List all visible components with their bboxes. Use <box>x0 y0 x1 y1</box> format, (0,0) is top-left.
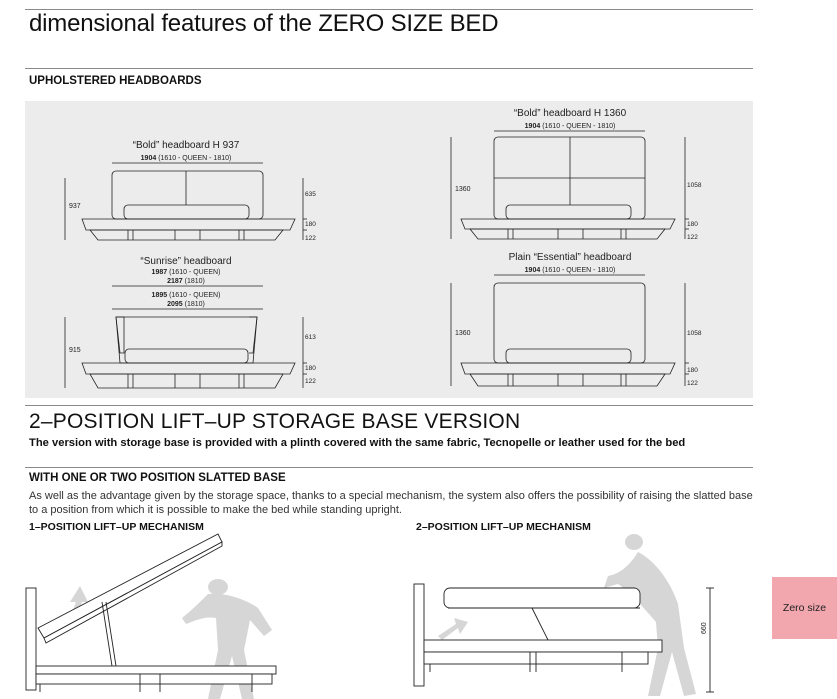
svg-text:122: 122 <box>687 380 698 387</box>
slatted-paragraph: As well as the advantage given by the st… <box>29 490 753 516</box>
mech-1-label: 1–POSITION LIFT–UP MECHANISM <box>29 521 204 533</box>
svg-text:180: 180 <box>687 367 698 374</box>
bed-bold-937-drawing: “Bold” headboard H 937 1904 (1610 - QUEE… <box>64 140 316 242</box>
bed-sunrise-width-3: 1895 (1610 - QUEEN) <box>152 292 221 299</box>
bed-bold-1360-drawing: “Bold” headboard H 1360 1904 (1610 - QUE… <box>450 108 702 241</box>
storage-rule <box>25 405 753 406</box>
section-rule <box>25 68 753 69</box>
mech-2-height: 660 <box>701 622 708 634</box>
slatted-heading: WITH ONE OR TWO POSITION SLATTED BASE <box>29 472 286 484</box>
svg-text:635: 635 <box>305 191 316 198</box>
slatted-rule <box>25 467 753 468</box>
lift-arrow-icon <box>438 618 468 640</box>
bed-sunrise-height: 915 <box>69 347 81 354</box>
mech-2-illustration: 660 <box>413 534 714 696</box>
mech-1-person <box>182 579 272 699</box>
bed-bold-937-width: 1904 (1610 - QUEEN - 1810) <box>141 155 232 162</box>
mech-2-person <box>604 534 696 696</box>
bed-essential-drawing: Plain “Essential” headboard 1904 (1610 -… <box>450 252 702 387</box>
bed-bold-937-title: “Bold” headboard H 937 <box>133 140 240 151</box>
storage-heading: 2–POSITION LIFT–UP STORAGE BASE VERSION <box>29 410 521 433</box>
bed-sunrise-width-4: 2095 (1810) <box>167 301 205 308</box>
top-rule <box>25 9 753 10</box>
storage-note: The version with storage base is provide… <box>29 437 686 449</box>
headboard-drawings: “Bold” headboard H 937 1904 (1610 - QUEE… <box>64 108 702 389</box>
bed-sunrise-width-2: 2187 (1810) <box>167 278 205 285</box>
svg-text:122: 122 <box>305 378 316 385</box>
zero-size-tab[interactable]: Zero size <box>772 577 837 639</box>
section-upholstered-heading: UPHOLSTERED HEADBOARDS <box>29 75 202 87</box>
bed-bold-1360-width: 1904 (1610 - QUEEN - 1810) <box>525 123 616 130</box>
page-title: dimensional features of the ZERO SIZE BE… <box>29 10 499 37</box>
mech-1-illustration <box>25 533 277 699</box>
svg-text:180: 180 <box>305 221 316 228</box>
bed-essential-width: 1904 (1610 - QUEEN - 1810) <box>525 267 616 274</box>
bed-bold-937-height: 937 <box>69 203 81 210</box>
svg-text:122: 122 <box>305 235 316 242</box>
bed-sunrise-drawing: “Sunrise” headboard 1987 (1610 - QUEEN) … <box>64 256 316 389</box>
mech-2-label: 2–POSITION LIFT–UP MECHANISM <box>416 521 591 533</box>
bed-bold-1360-title: “Bold” headboard H 1360 <box>514 108 627 119</box>
bed-bold-1360-height: 1360 <box>455 186 471 193</box>
zero-size-tab-label: Zero size <box>782 602 827 614</box>
svg-text:1058: 1058 <box>687 330 702 337</box>
bed-sunrise-width-1: 1987 (1610 - QUEEN) <box>152 269 221 276</box>
svg-text:180: 180 <box>687 221 698 228</box>
svg-text:1058: 1058 <box>687 182 702 189</box>
bed-essential-title: Plain “Essential” headboard <box>509 252 632 263</box>
svg-text:122: 122 <box>687 234 698 241</box>
svg-text:613: 613 <box>305 334 316 341</box>
bed-essential-height: 1360 <box>455 330 471 337</box>
headboard-drawings-panel: “Bold” headboard H 937 1904 (1610 - QUEE… <box>25 101 753 398</box>
bed-sunrise-title: “Sunrise” headboard <box>140 256 231 267</box>
svg-text:180: 180 <box>305 365 316 372</box>
